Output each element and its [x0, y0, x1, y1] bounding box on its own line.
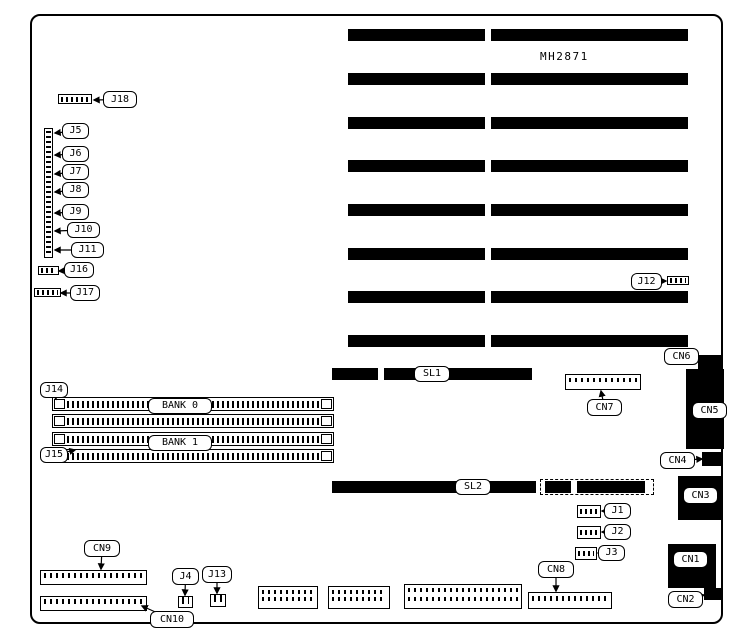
cn9-pin-header	[40, 570, 147, 585]
callout-cn6: CN6	[664, 348, 699, 365]
jumper-block-a	[258, 586, 318, 609]
j17-pin-strip	[34, 288, 61, 297]
j13-pin-block	[210, 594, 226, 607]
expansion-slot-segment-left	[348, 204, 485, 216]
expansion-slot-segment-left	[348, 335, 485, 347]
expansion-slot-segment-right	[491, 335, 688, 347]
cn7-pin-header	[565, 374, 641, 390]
slot-sl2-bar	[332, 481, 536, 493]
cn10-pin-header	[40, 596, 147, 611]
expansion-slot-segment-left	[348, 117, 485, 129]
cn8-pin-header	[528, 592, 612, 609]
callout-j17: J17	[70, 285, 100, 301]
j1-jumper	[577, 505, 601, 518]
callout-bank-0: BANK 0	[148, 398, 212, 414]
expansion-slot-segment-right	[491, 73, 688, 85]
expansion-slot-segment-left	[348, 29, 485, 41]
cn4-connector	[702, 452, 722, 466]
callout-j4: J4	[172, 568, 199, 585]
callout-j2: J2	[604, 524, 631, 540]
j2-jumper	[577, 526, 601, 539]
callout-j12: J12	[631, 273, 662, 290]
j4-pin-block	[178, 596, 193, 608]
callout-sl2: SL2	[455, 479, 491, 495]
cn6-connector	[698, 355, 722, 369]
callout-j9: J9	[62, 204, 89, 220]
cn2-connector	[704, 588, 722, 600]
expansion-slot-segment-left	[348, 248, 485, 260]
callout-j3: J3	[598, 545, 625, 561]
slot-sl1-bar	[332, 368, 378, 380]
callout-cn5: CN5	[692, 402, 727, 419]
expansion-slot-segment-right	[491, 248, 688, 260]
simm-socket	[52, 414, 334, 428]
callout-cn4: CN4	[660, 452, 695, 469]
jumper-block-b	[328, 586, 390, 609]
callout-j10: J10	[67, 222, 100, 238]
callout-j1: J1	[604, 503, 631, 519]
j12-pin-strip	[667, 276, 689, 285]
callout-cn8: CN8	[538, 561, 574, 578]
callout-cn3: CN3	[683, 487, 718, 504]
callout-j14: J14	[40, 382, 68, 398]
expansion-slot-segment-right	[491, 160, 688, 172]
expansion-slot-segment-right	[491, 117, 688, 129]
model-number-label: MH2871	[540, 50, 589, 63]
expansion-slot-segment-right	[491, 291, 688, 303]
j16-pin-strip	[38, 266, 59, 275]
j3-jumper	[575, 547, 597, 560]
callout-j13: J13	[202, 566, 232, 583]
callout-j16: J16	[64, 262, 94, 278]
sl2-optional-slot-outline	[540, 479, 654, 495]
callout-j8: J8	[62, 182, 89, 198]
callout-bank-1: BANK 1	[148, 435, 212, 451]
callout-j7: J7	[62, 164, 89, 180]
j18-pin-strip	[58, 94, 92, 104]
callout-j5: J5	[62, 123, 89, 139]
simm-socket	[52, 449, 334, 463]
motherboard-outline	[30, 14, 723, 624]
callout-cn9: CN9	[84, 540, 120, 557]
expansion-slot-segment-left	[348, 291, 485, 303]
expansion-slot-segment-right	[491, 29, 688, 41]
callout-sl1: SL1	[414, 366, 450, 382]
jumper-block-c	[404, 584, 522, 609]
slot-sl1-bar	[384, 368, 532, 380]
expansion-slot-segment-left	[348, 160, 485, 172]
expansion-slot-segment-right	[491, 204, 688, 216]
callout-j18: J18	[103, 91, 137, 108]
callout-cn1: CN1	[673, 551, 708, 568]
slot-sl2-bar	[577, 481, 645, 493]
j5-j11-pin-strip	[44, 128, 53, 258]
callout-cn7: CN7	[587, 399, 622, 416]
callout-cn2: CN2	[668, 591, 703, 608]
slot-sl2-bar	[545, 481, 571, 493]
callout-cn10: CN10	[150, 611, 194, 628]
expansion-slot-segment-left	[348, 73, 485, 85]
callout-j6: J6	[62, 146, 89, 162]
callout-j15: J15	[40, 447, 68, 463]
callout-j11: J11	[71, 242, 104, 258]
